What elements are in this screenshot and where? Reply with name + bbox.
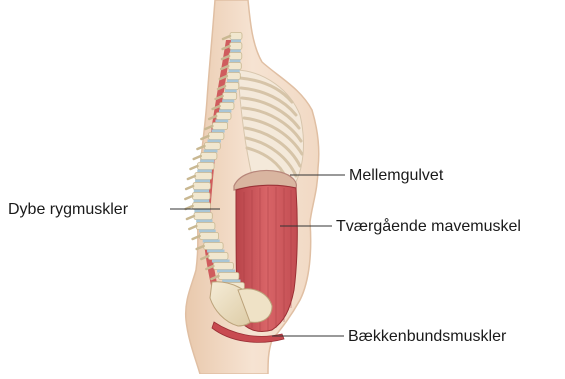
spinous-process (194, 156, 201, 159)
intervertebral-disc (203, 240, 220, 243)
intervertebral-disc (194, 210, 210, 213)
intervertebral-disc (197, 170, 212, 173)
intervertebral-disc (225, 90, 237, 93)
vertebra (219, 273, 239, 280)
vertebra (196, 223, 215, 230)
vertebra (220, 103, 234, 110)
vertebra (198, 163, 215, 170)
intervertebral-disc (222, 100, 234, 103)
intervertebral-disc (212, 260, 230, 263)
intervertebral-disc (196, 220, 212, 223)
intervertebral-disc (200, 160, 214, 163)
intervertebral-disc (230, 50, 240, 53)
vertebra (201, 153, 217, 160)
intervertebral-disc (227, 80, 238, 83)
label-pelvic-floor: Bækkenbundsmuskler (348, 328, 506, 346)
label-transverse-abdominal: Tværgående mavemuskel (336, 218, 521, 236)
intervertebral-disc (219, 110, 231, 113)
vertebra (194, 213, 212, 220)
intervertebral-disc (195, 180, 210, 183)
vertebra (229, 53, 242, 60)
vertebra (230, 43, 242, 50)
intervertebral-disc (208, 140, 222, 143)
intervertebral-disc (231, 40, 241, 43)
vertebra (200, 233, 219, 240)
vertebra (192, 193, 210, 200)
vertebra (204, 243, 223, 250)
vertebra (225, 83, 239, 90)
vertebra (205, 143, 221, 150)
intervertebral-disc (212, 130, 225, 133)
label-deep-back-muscles: Dybe rygmuskler (8, 201, 128, 219)
spinous-process (185, 196, 192, 199)
intervertebral-disc (204, 150, 218, 153)
intervertebral-disc (215, 120, 228, 123)
vertebra (216, 113, 231, 120)
vertebra (208, 133, 224, 140)
intervertebral-disc (230, 60, 241, 63)
spinous-process (186, 186, 193, 189)
spinous-process (187, 216, 194, 219)
label-diaphragm: Mellemgulvet (349, 167, 443, 185)
vertebra (213, 263, 233, 270)
vertebra (230, 33, 242, 40)
intervertebral-disc (199, 230, 216, 233)
intervertebral-disc (229, 70, 240, 73)
intervertebral-disc (194, 190, 209, 193)
vertebra (193, 203, 211, 210)
vertebra (227, 73, 240, 80)
vertebra (212, 123, 227, 130)
vertebra (208, 253, 228, 260)
vertebra (228, 63, 241, 70)
vertebra (193, 183, 210, 190)
intervertebral-disc (217, 270, 235, 273)
spinous-process (190, 166, 197, 169)
vertebra (223, 93, 237, 100)
intervertebral-disc (194, 200, 210, 203)
spinous-process (188, 176, 195, 179)
spinous-process (189, 226, 196, 229)
intervertebral-disc (207, 250, 224, 253)
vertebra (195, 173, 212, 180)
